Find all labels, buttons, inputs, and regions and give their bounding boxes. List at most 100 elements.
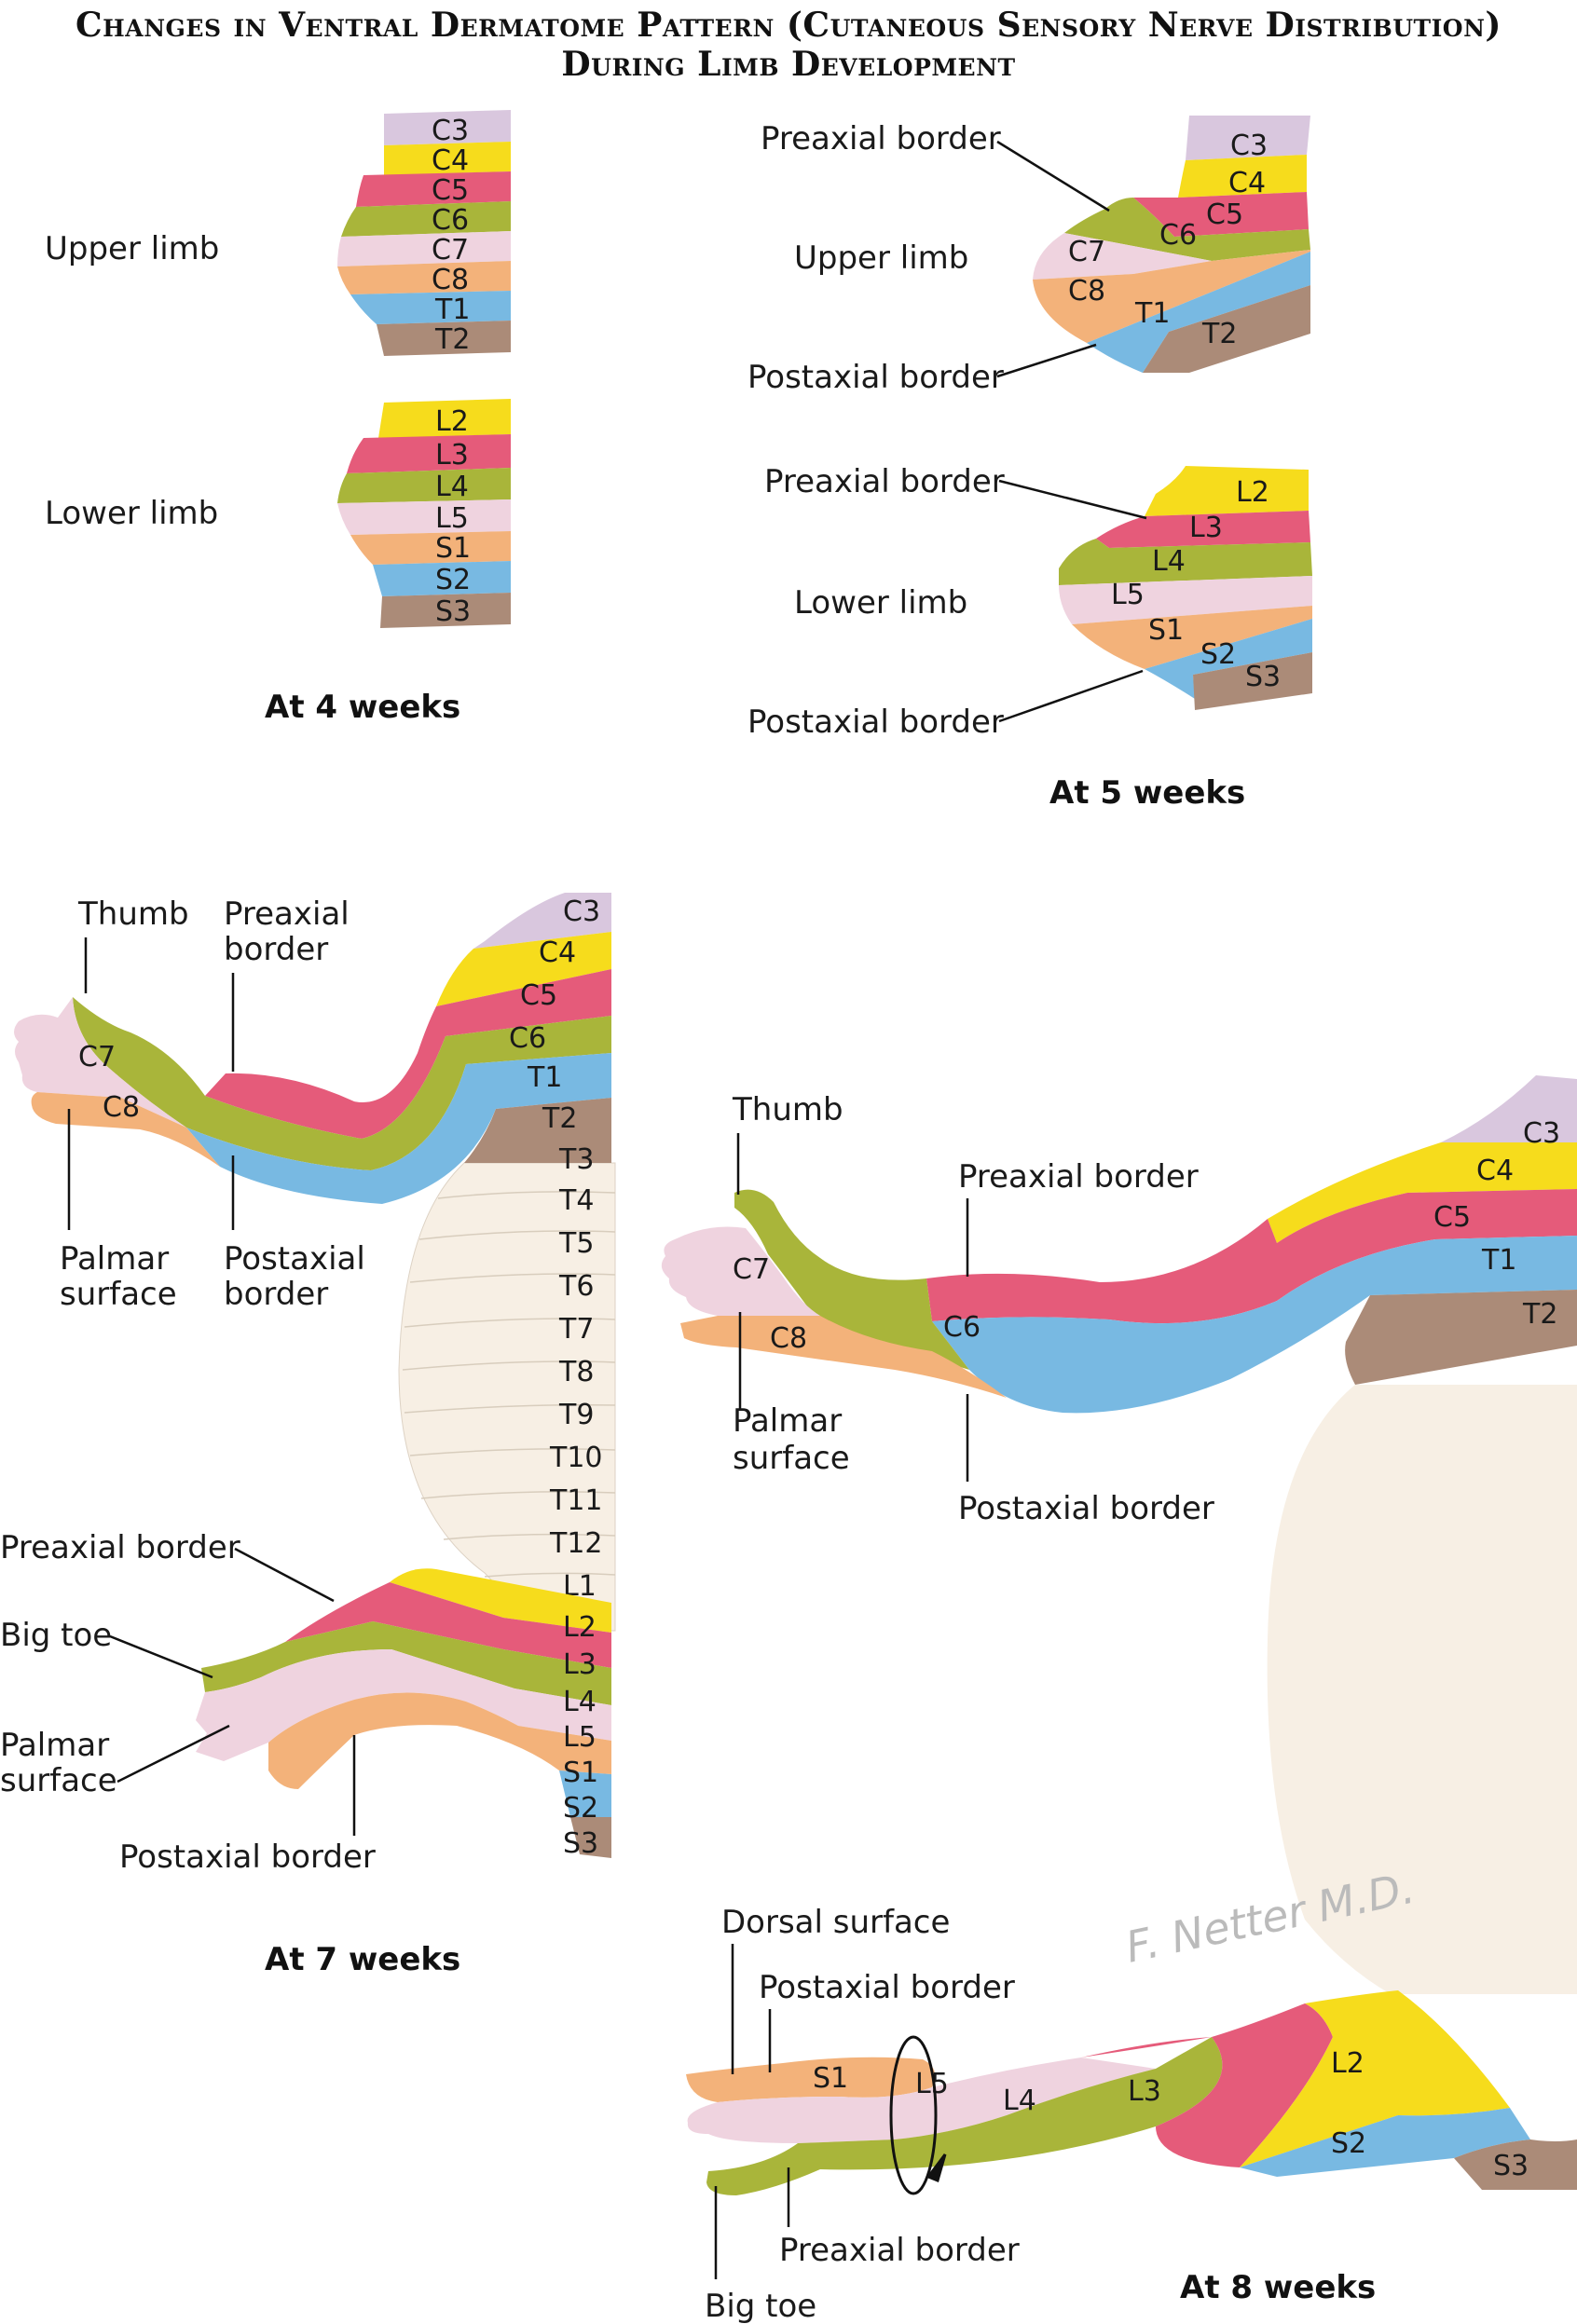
seg-label-T11: T11 (549, 1484, 603, 1517)
week7-leg-postaxial-label: Postaxial border (119, 1839, 376, 1876)
leader-line (117, 1724, 230, 1784)
band-L4 (706, 2037, 1223, 2195)
seg-label-S3: S3 (435, 595, 471, 628)
seg-label-L3: L3 (1128, 2075, 1161, 2108)
week7-preaxial-label-line1: Preaxial (224, 895, 350, 933)
week7-palmar-label-line2: surface (60, 1276, 177, 1313)
seg-label-C6: C6 (943, 1311, 980, 1344)
band-C3 (1186, 116, 1310, 160)
band-T1 (932, 1236, 1577, 1414)
week8-big-toe-label: Big toe (705, 2288, 816, 2324)
band-C5 (926, 1189, 1577, 1324)
week7-thumb-label: Thumb (77, 895, 189, 933)
week8-dorsal-label: Dorsal surface (721, 1904, 950, 1941)
band-C5 (205, 969, 611, 1139)
band-L3 (1096, 511, 1310, 548)
week7-arm-segment-labels: C7 C8 (78, 1041, 140, 1124)
seg-label-L2: L2 (1331, 2047, 1364, 2080)
band-C7 (14, 997, 186, 1128)
band-L5 (687, 2057, 1156, 2143)
band-C4 (1178, 155, 1307, 198)
seg-label-C3: C3 (1523, 1117, 1560, 1150)
seg-label-T4: T4 (558, 1184, 594, 1217)
seg-label-L4: L4 (563, 1686, 597, 1718)
band-L4 (337, 468, 511, 503)
week4-lower-limb (337, 399, 511, 628)
seg-label-C4: C4 (432, 144, 469, 177)
seg-label-C7: C7 (733, 1253, 770, 1286)
seg-label-S1: S1 (1148, 614, 1184, 647)
seg-label-C5: C5 (1433, 1201, 1471, 1234)
seg-label-L4: L4 (1003, 2085, 1036, 2117)
band-L2 (390, 1568, 611, 1633)
week8-palmar-label-line2: surface (733, 1440, 850, 1477)
week8-preaxial-label: Preaxial border (958, 1158, 1199, 1196)
seg-label-S2: S2 (435, 564, 471, 596)
band-S3 (1454, 2139, 1577, 2190)
week5-lower-postaxial-label: Postaxial border (747, 704, 1004, 741)
band-T2 (1143, 285, 1310, 373)
week5-lower-limb (1059, 466, 1312, 710)
week8-upper-limb (661, 1075, 1577, 1414)
week7-postaxial-label-line2: border (224, 1276, 328, 1313)
leader-line (998, 479, 1147, 520)
seg-label-T6: T6 (558, 1270, 594, 1303)
seg-label-T2: T2 (1522, 1298, 1557, 1331)
band-C5 (1133, 192, 1309, 237)
leader-line (109, 1634, 213, 1679)
week4-caption: At 4 weeks (265, 689, 460, 726)
band-L5 (196, 1649, 611, 1761)
week4-upper-limb (337, 110, 511, 356)
band-L5 (1059, 576, 1312, 624)
week4-panel: C3 C4 C5 C6 C7 C8 T1 T2 Upper limb (45, 110, 511, 726)
seg-label-C8: C8 (103, 1091, 140, 1124)
band-C5 (356, 171, 511, 207)
seg-label-T2: T2 (542, 1102, 577, 1135)
band-T2 (377, 321, 511, 356)
seg-label-S1: S1 (813, 2062, 848, 2095)
band-C4 (1268, 1142, 1577, 1243)
figure-title-line1: Changes in Ventral Dermatome Pattern (Cu… (75, 6, 1502, 45)
seg-label-S1: S1 (435, 532, 471, 565)
band-C4 (384, 142, 511, 175)
band-S2 (373, 561, 511, 596)
trunk (1267, 1385, 1577, 1994)
seg-label-C5: C5 (1206, 198, 1243, 231)
figure-title-line2: During Limb Development (561, 45, 1016, 84)
band-S1 (268, 1692, 611, 1789)
seg-label-S3: S3 (1245, 661, 1281, 693)
seg-label-L5: L5 (563, 1721, 597, 1754)
band-S3 (380, 593, 511, 628)
seg-label-S1: S1 (563, 1757, 598, 1789)
seg-label-T1: T1 (527, 1061, 562, 1094)
band-C3 (1441, 1075, 1577, 1142)
seg-label-C4: C4 (539, 936, 576, 969)
leader-line (234, 1547, 335, 1603)
band-L3 (347, 434, 511, 473)
seg-label-S2: S2 (1331, 2127, 1366, 2160)
seg-label-C7: C7 (432, 234, 469, 267)
band-L2 (378, 399, 511, 438)
week7-leg-preaxial-label: Preaxial border (0, 1529, 240, 1566)
seg-label-L3: L3 (563, 1648, 597, 1681)
band-L3 (285, 1582, 611, 1668)
week5-panel: C3 C4 C5 C6 C7 C8 T1 T2 Preaxial border … (747, 116, 1312, 812)
seg-label-T2: T2 (1201, 318, 1237, 350)
band-C8 (337, 261, 511, 294)
band-S1 (350, 531, 511, 565)
week7-leg-segment-labels: L2 L3 L4 L5 S1 S2 S3 (563, 1611, 598, 1860)
week8-caption: At 8 weeks (1180, 2269, 1376, 2306)
rotation-arrow-icon (889, 2035, 947, 2195)
seg-label-C3: C3 (563, 895, 600, 928)
week5-caption: At 5 weeks (1049, 774, 1245, 812)
seg-label-C8: C8 (1068, 275, 1105, 308)
week5-upper-limb-label: Upper limb (794, 239, 968, 277)
week4-upper-segment-labels: C3 C4 C5 C6 C7 C8 T1 T2 (432, 115, 470, 356)
seg-label-L2: L2 (1236, 476, 1269, 509)
band-C6 (1064, 198, 1310, 261)
week8-palmar-label-line1: Palmar (733, 1402, 842, 1440)
seg-label-L2: L2 (563, 1611, 597, 1644)
seg-label-T1: T1 (1481, 1244, 1516, 1277)
band-S2 (1240, 2108, 1530, 2177)
